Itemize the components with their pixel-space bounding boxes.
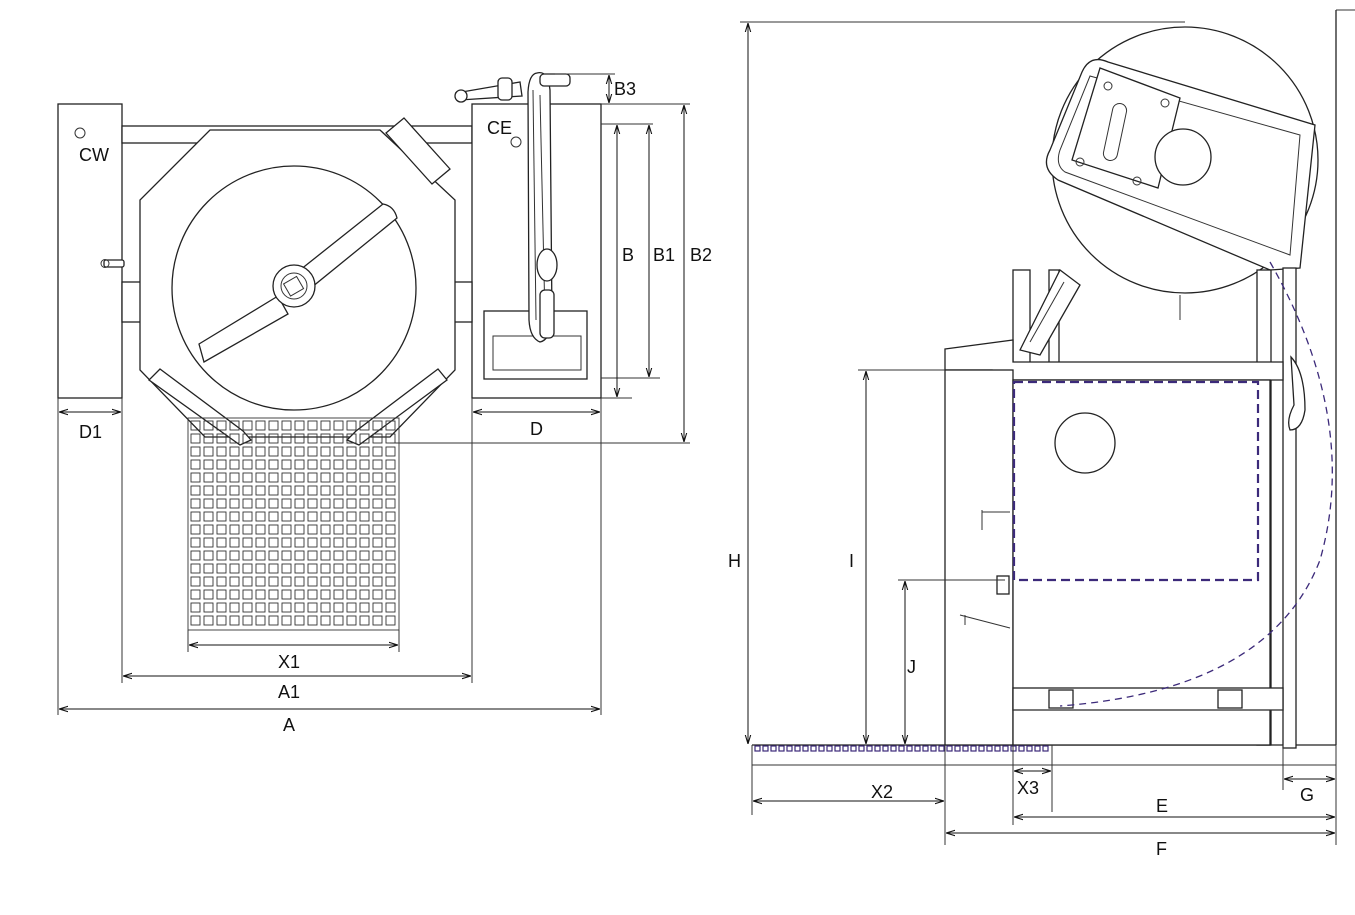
label-b3: B3: [614, 79, 636, 99]
label-ce: CE: [487, 118, 512, 138]
label-g: G: [1300, 785, 1314, 805]
label-a: A: [283, 715, 295, 735]
label-x1: X1: [278, 652, 300, 672]
label-x3: X3: [1017, 778, 1039, 798]
label-a1: A1: [278, 682, 300, 702]
spout-right: [345, 368, 448, 446]
stirrer-arm-upper: [299, 203, 398, 288]
ce-marker-icon: [510, 136, 522, 148]
label-b: B: [622, 245, 634, 265]
floor-grate: [754, 745, 1049, 752]
tilted-pan: [1045, 26, 1319, 320]
front-view: CW CE D1 D X1 A1 A B B1 B2 B3: [57, 71, 712, 735]
left-pillar: [57, 103, 123, 399]
basket-grid: [187, 417, 400, 631]
label-b2: B2: [690, 245, 712, 265]
drain-circle: [1054, 412, 1116, 474]
label-h: H: [728, 551, 741, 571]
cabinet: [944, 369, 1014, 746]
label-x2: X2: [871, 782, 893, 802]
vent-box: [385, 117, 451, 185]
label-d: D: [530, 419, 543, 439]
spout-left: [147, 368, 253, 446]
label-e: E: [1156, 796, 1168, 816]
label-cw: CW: [79, 145, 109, 165]
label-d1: D1: [79, 422, 102, 442]
label-i: I: [849, 551, 854, 571]
pillar-knob: [103, 259, 125, 268]
cw-marker-icon: [74, 127, 86, 139]
label-b1: B1: [653, 245, 675, 265]
door-swing-arc: [1059, 261, 1333, 707]
stirrer-arm-lower: [198, 295, 289, 363]
pan-outline: [1012, 380, 1260, 582]
label-j: J: [907, 657, 916, 677]
handwheel: [454, 71, 571, 343]
label-f: F: [1156, 839, 1167, 859]
side-view: H I J X2 X3 E F G: [728, 9, 1355, 859]
